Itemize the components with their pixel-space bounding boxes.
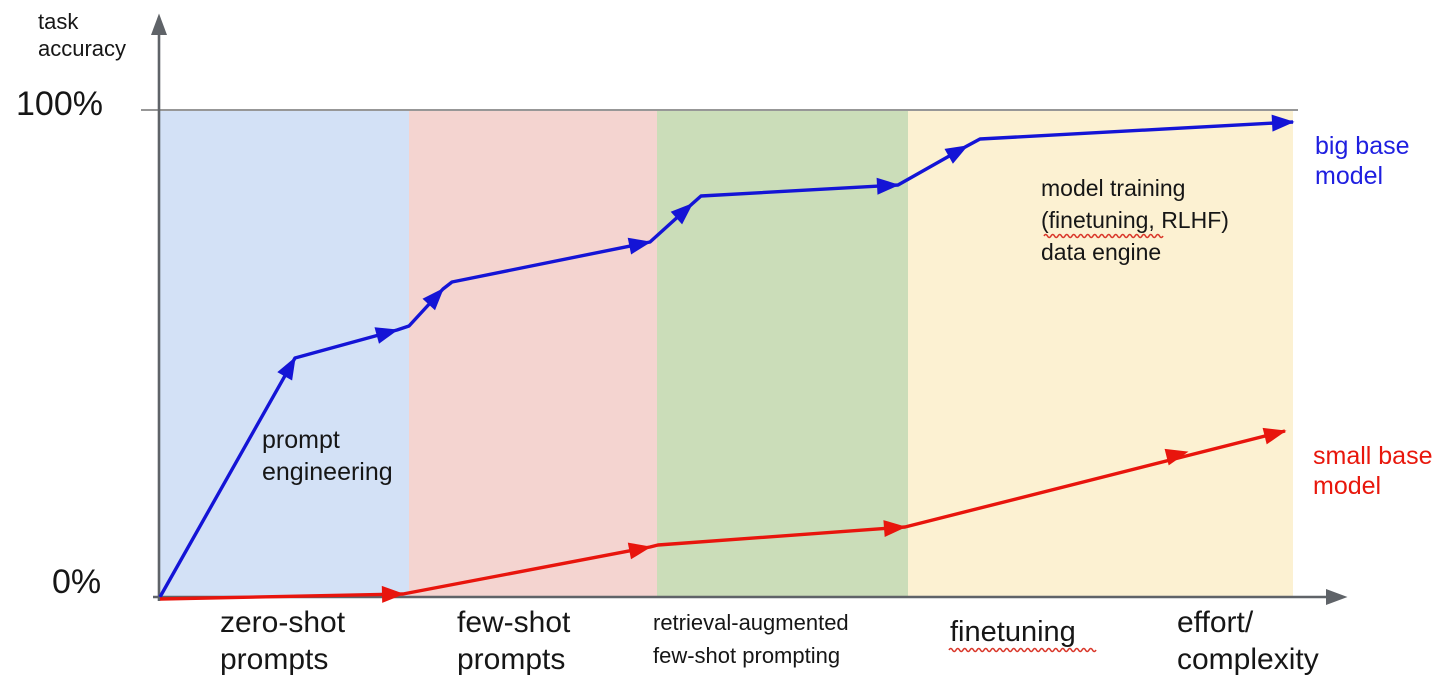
y-axis-0-label: 0% — [52, 563, 102, 601]
legend-big-base-model: big base model — [1315, 132, 1410, 190]
x-label-retrieval-augmented: retrieval-augmented few-shot prompting — [653, 610, 849, 668]
x-label-few-shot-prompts: few-shot prompts — [457, 606, 571, 676]
legend-small-base-model: small base model — [1313, 442, 1433, 500]
x-axis-title: effort/ complexity — [1177, 606, 1319, 676]
x-label-finetuning: finetuning — [950, 616, 1076, 648]
annotation-prompt-engineering: prompt engineering — [262, 426, 393, 486]
x-label-zero-shot-prompts: zero-shot prompts — [220, 606, 346, 676]
y-axis-100-label: 100% — [16, 85, 103, 123]
annotation-model-training: model training (finetuning, RLHF) data e… — [1041, 175, 1229, 265]
y-axis-title: task accuracy — [38, 9, 127, 61]
